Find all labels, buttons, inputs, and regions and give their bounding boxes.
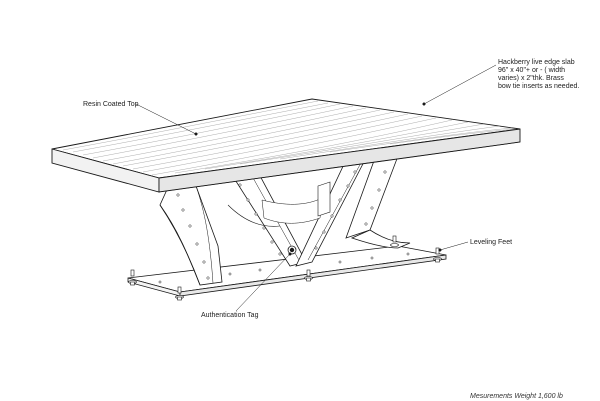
authentication-tag-callout: Authentication Tag	[201, 312, 259, 319]
frame-rivets	[158, 170, 410, 284]
slab-callout-line: bow tie inserts as needed.	[498, 83, 580, 90]
table-top-slab	[51, 98, 521, 193]
slab-callout-line: 96" x 40"+ or - ( width	[498, 67, 566, 74]
resin-top-callout: Resin Coated Top	[83, 101, 139, 108]
authentication-tag-badge	[287, 245, 297, 255]
slab-callout: Hackberry live edge slab 96" x 40"+ or -…	[498, 59, 593, 91]
leveling-foot-icon	[390, 235, 399, 247]
leveling-foot-icon	[304, 269, 313, 282]
slab-callout-line: Hackberry live edge slab	[498, 59, 575, 66]
slab-callout-line: varies) x 2"thk. Brass	[498, 75, 564, 82]
leveling-feet-callout: Leveling Feet	[470, 239, 513, 246]
leader-lines	[135, 64, 497, 312]
leveling-foot-icon	[175, 286, 184, 301]
leveling-feet	[128, 235, 442, 301]
leveling-foot-icon	[128, 269, 137, 286]
leveling-foot-icon	[433, 247, 442, 263]
footer-note: Mesurements Weight 1,600 lb	[470, 393, 563, 400]
